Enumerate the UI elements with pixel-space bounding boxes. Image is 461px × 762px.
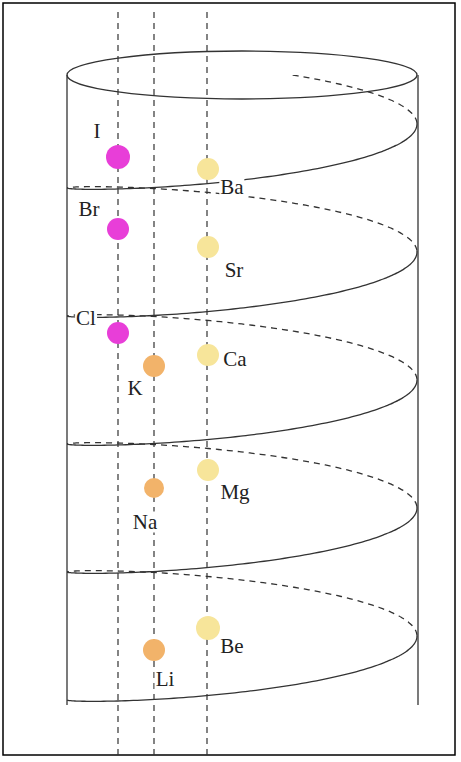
element-symbol: Be xyxy=(219,636,244,657)
element-symbol: Cl xyxy=(75,308,97,329)
element-dot xyxy=(197,236,219,258)
helix-line xyxy=(67,507,417,573)
element-symbol: Mg xyxy=(219,482,250,503)
element-symbol: Na xyxy=(132,512,159,533)
helix-line xyxy=(67,315,417,380)
element-dot xyxy=(143,355,165,377)
element-symbol: Ca xyxy=(222,349,247,370)
element-dot xyxy=(144,478,164,498)
element-dot xyxy=(143,639,165,661)
cylinder xyxy=(67,0,418,755)
element-dot xyxy=(196,616,220,640)
element-symbol: Br xyxy=(78,199,101,220)
element-dot xyxy=(107,218,129,240)
helix-line xyxy=(67,636,417,702)
helix-line xyxy=(67,379,417,445)
helix-line xyxy=(67,75,417,123)
element-dot xyxy=(197,158,219,180)
element-symbol: Ba xyxy=(219,177,244,198)
helix-line xyxy=(67,443,417,507)
helix-line xyxy=(67,571,417,636)
frame xyxy=(3,3,455,755)
element-dots xyxy=(106,145,220,661)
helix-line xyxy=(67,251,417,318)
element-dot xyxy=(197,344,219,366)
element-symbol: K xyxy=(126,378,143,399)
element-symbol: I xyxy=(93,121,102,142)
element-symbol: Sr xyxy=(224,260,245,281)
element-dot xyxy=(106,145,130,169)
element-dot xyxy=(107,322,129,344)
element-symbol: Li xyxy=(155,669,176,690)
element-dot xyxy=(197,459,219,481)
